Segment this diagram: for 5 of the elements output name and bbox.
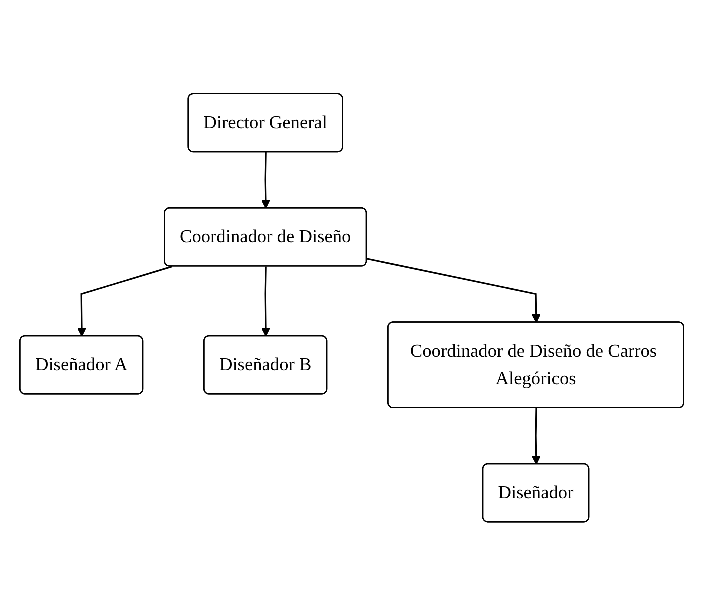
arrow [260, 152, 270, 208]
arrow [77, 265, 172, 336]
arrow [366, 258, 540, 323]
arrow [261, 266, 270, 336]
arrow [531, 408, 540, 464]
